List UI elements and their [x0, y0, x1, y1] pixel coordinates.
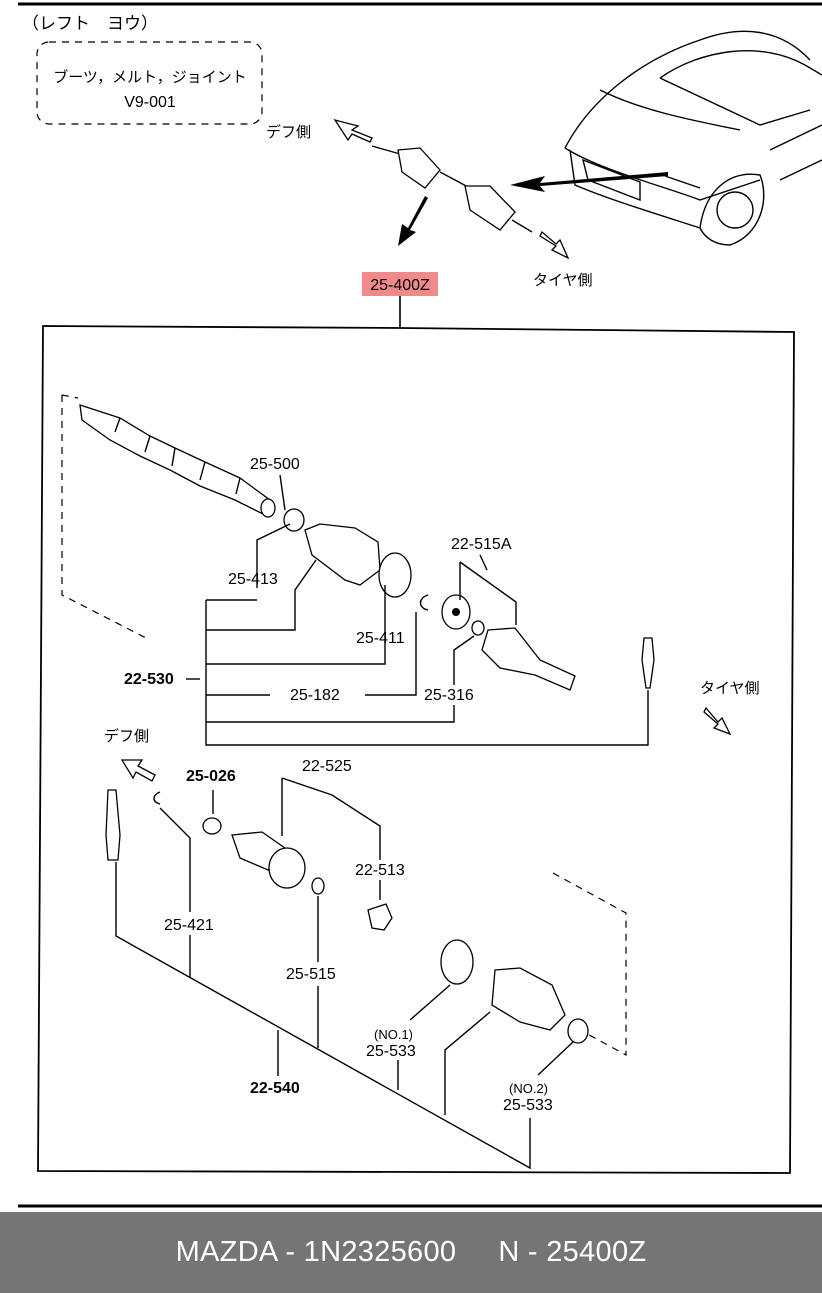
ring-25-515 — [311, 877, 325, 895]
label-25-421: 25-421 — [164, 917, 214, 934]
outer-joint-22-525 — [231, 831, 306, 889]
footer-ref-number: N - 25400Z — [498, 1236, 647, 1268]
pointer-arrow — [510, 172, 668, 192]
inner-race-22-515A — [441, 594, 471, 630]
boot-25-413 — [304, 523, 381, 586]
top-shaft-illustration — [371, 145, 701, 233]
footer-bar: MAZDA - 1N2325600 N - 25400Z — [0, 1212, 822, 1293]
diagram-frame — [37, 325, 795, 1174]
outer-joint — [481, 627, 576, 691]
label-22-515A: 22-515A — [451, 536, 512, 553]
leader-lines-lower — [115, 777, 574, 1170]
clip-25-421 — [153, 791, 161, 805]
tripod-22-513 — [367, 903, 393, 931]
tire-arrow-icon-2 — [703, 706, 732, 736]
band-no2 — [567, 1018, 589, 1044]
assembly-label: 25-400Z — [370, 277, 430, 294]
label-25-316: 25-316 — [424, 687, 474, 704]
ring-25-316 — [471, 620, 485, 636]
footer-part-number: MAZDA - 1N2325600 — [175, 1236, 457, 1268]
label-no2: (NO.2) — [509, 1081, 548, 1096]
clamp-25-500 — [283, 508, 305, 532]
label-25-182: 25-182 — [290, 687, 340, 704]
label-25-500: 25-500 — [250, 456, 300, 473]
label-25-411: 25-411 — [356, 630, 405, 647]
assembly-highlight — [362, 272, 438, 296]
grease-tube-lower — [105, 789, 121, 861]
label-22-513: 22-513 — [355, 862, 405, 879]
label-no1: (NO.1) — [374, 1027, 413, 1042]
label-25-533-no1: 25-533 — [366, 1043, 416, 1060]
seal-25-026 — [202, 817, 222, 835]
label-25-515: 25-515 — [286, 966, 336, 983]
boot-lower — [491, 967, 566, 1031]
tire-arrow-icon — [539, 230, 570, 260]
grease-tube — [641, 637, 655, 689]
label-25-413: 25-413 — [228, 571, 278, 588]
tire-side-label: タイヤ側 — [533, 271, 593, 289]
diff-side-label-2: デフ側 — [104, 727, 149, 745]
label-22-525: 22-525 — [302, 758, 352, 775]
car-illustration — [564, 30, 822, 246]
diff-arrow-icon — [333, 118, 373, 143]
band-25-411 — [378, 552, 412, 598]
note-line2: V9-001 — [124, 94, 176, 111]
label-22-540: 22-540 — [250, 1080, 300, 1097]
header-title: （レフト ヨウ） — [22, 14, 158, 34]
note-box — [36, 41, 263, 125]
note-line1: ブーツ，メルト，ジョイント — [53, 68, 247, 86]
label-22-530: 22-530 — [124, 671, 174, 688]
diff-side-label: デフ側 — [266, 123, 311, 141]
diff-arrow-icon-2 — [120, 759, 156, 782]
drive-shaft — [79, 404, 276, 518]
band-no1 — [440, 939, 474, 985]
down-arrow-icon — [398, 196, 428, 246]
label-25-533-no2: 25-533 — [503, 1097, 553, 1114]
leader-lines-upper — [186, 474, 649, 746]
tire-side-label-2: タイヤ側 — [700, 679, 760, 697]
snap-ring-25-182 — [419, 594, 429, 611]
label-25-026: 25-026 — [186, 768, 236, 785]
